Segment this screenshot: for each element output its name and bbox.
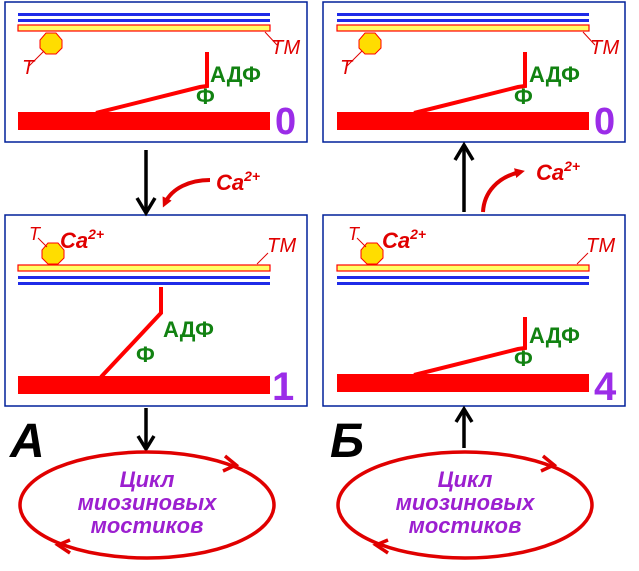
myosin-thick-filament: [337, 112, 589, 130]
calcium-efflux-arrow: [481, 168, 525, 213]
section-label-a: А: [9, 415, 45, 468]
myosin-thick-filament: [337, 374, 589, 392]
cycle-line-2: миозиновых: [396, 490, 536, 515]
troponin-complex: [41, 242, 65, 265]
tropomyosin-strand: [336, 264, 590, 272]
troponin-label: Т: [22, 57, 36, 79]
thin-filament: [337, 276, 589, 279]
troponin-complex: [358, 32, 382, 55]
state-number: 1: [272, 365, 294, 409]
phosphate-label: Ф: [136, 342, 155, 367]
transition-arrow-up: [453, 141, 475, 212]
thin-filament: [18, 282, 270, 285]
calcium-influx-arrow: [162, 178, 211, 208]
panel-bottom-right: Т Ca2+ ТМ АДФ Ф 4: [322, 214, 626, 409]
cycle-line-1: Цикл: [120, 467, 175, 492]
state-number: 0: [594, 101, 615, 143]
tropomyosin-pointer: [256, 252, 269, 265]
transition-arrow-down: [135, 150, 157, 217]
thin-filament: [18, 13, 270, 16]
state-number: 0: [275, 101, 296, 143]
tropomyosin-label: ТМ: [267, 235, 296, 257]
tropomyosin-pointer: [576, 252, 589, 265]
panel-top-right: Т ТМ АДФ Ф 0: [322, 1, 626, 143]
troponin-pointer: [37, 237, 48, 248]
arrow-from-cycle: [454, 405, 474, 448]
troponin-label: Т: [340, 57, 354, 79]
crossbridge-cycle-right: Цикл миозиновых мостиков: [336, 450, 594, 560]
tropomyosin-label: ТМ: [590, 37, 619, 59]
state-number: 4: [594, 365, 617, 409]
calcium-label: Ca2+: [382, 226, 426, 253]
tropomyosin-pointer: [264, 31, 278, 46]
thin-filament: [18, 19, 270, 22]
tropomyosin-label: ТМ: [271, 37, 300, 59]
myosin-head: [99, 287, 163, 379]
adp-label: АДФ: [529, 323, 580, 348]
thin-filament: [337, 13, 589, 16]
tropomyosin-label: ТМ: [586, 235, 615, 257]
cycle-line-3: мостиков: [409, 513, 522, 538]
troponin-pointer: [345, 50, 363, 68]
troponin-label: Т: [29, 224, 42, 244]
troponin-complex: [360, 242, 384, 265]
troponin-pointer: [27, 50, 45, 68]
adp-label: АДФ: [163, 317, 214, 342]
cycle-line-2: миозиновых: [78, 490, 218, 515]
phosphate-label: Ф: [196, 84, 215, 109]
cycle-line-3: мостиков: [91, 513, 204, 538]
myosin-head: [413, 317, 527, 377]
phosphate-label: Ф: [514, 346, 533, 371]
arrow-to-cycle: [136, 408, 156, 453]
calcium-efflux-label: Ca2+: [536, 158, 580, 185]
troponin-pointer: [356, 237, 367, 248]
phosphate-label: Ф: [514, 84, 533, 109]
crossbridge-cycle-left: Цикл миозиновых мостиков: [18, 450, 276, 560]
tropomyosin-strand: [17, 24, 271, 32]
troponin-complex: [39, 32, 63, 55]
tropomyosin-pointer: [582, 31, 596, 46]
tropomyosin-strand: [17, 264, 271, 272]
panel-top-left: Т ТМ АДФ Ф 0: [4, 1, 308, 143]
thin-filament: [337, 282, 589, 285]
thin-filament: [18, 276, 270, 279]
calcium-influx-label: Ca2+: [216, 168, 260, 195]
adp-label: АДФ: [529, 62, 580, 87]
cycle-line-1: Цикл: [438, 467, 493, 492]
adp-label: АДФ: [210, 62, 261, 87]
myosin-thick-filament: [18, 376, 270, 394]
myosin-thick-filament: [18, 112, 270, 130]
thin-filament: [337, 19, 589, 22]
calcium-label: Ca2+: [60, 226, 104, 253]
myosin-head: [413, 52, 527, 115]
tropomyosin-strand: [336, 24, 590, 32]
panel-bottom-left: Т Ca2+ ТМ АДФ Ф 1: [4, 214, 308, 409]
myosin-head: [95, 52, 209, 115]
section-label-b: Б: [330, 415, 364, 468]
troponin-label: Т: [348, 224, 361, 244]
